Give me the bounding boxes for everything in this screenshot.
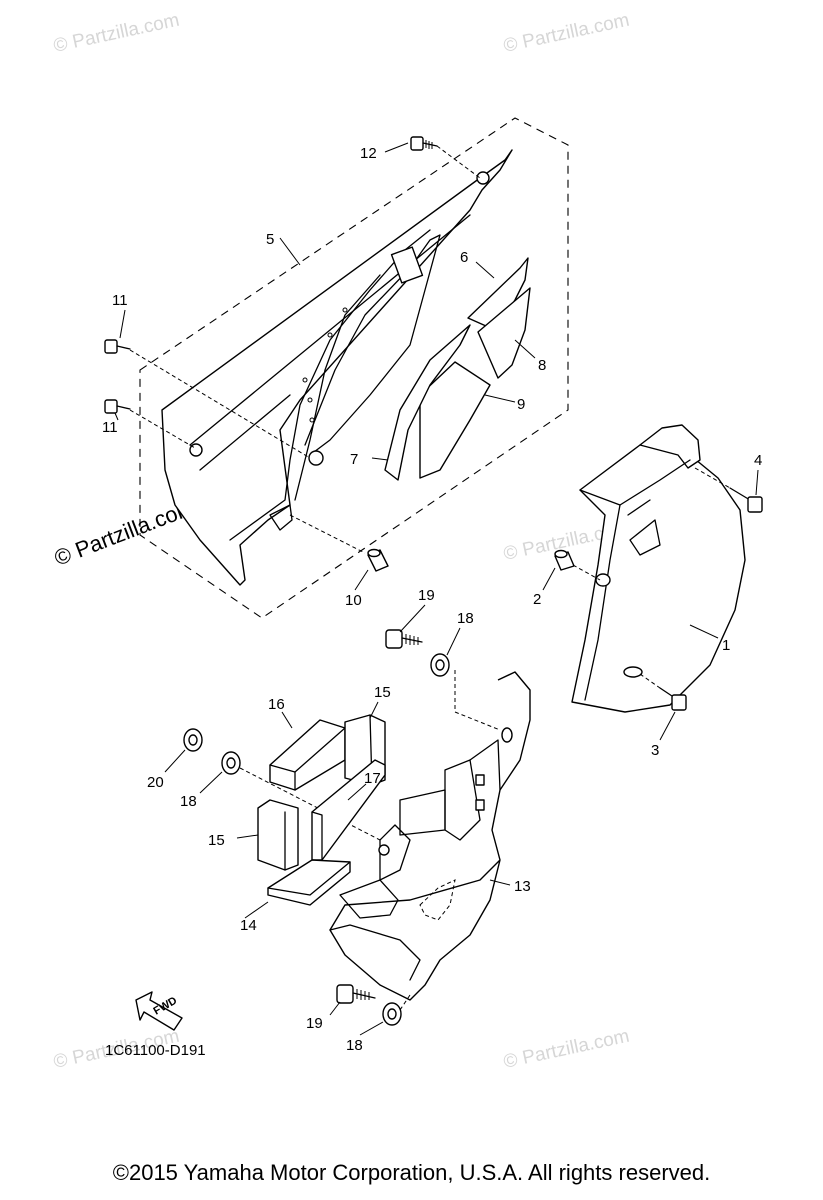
callout-19-lower: 19 bbox=[306, 1015, 323, 1032]
callout-11-upper: 11 bbox=[112, 292, 128, 309]
leader-12 bbox=[436, 145, 481, 179]
callout-5: 5 bbox=[266, 231, 274, 248]
watermark-top-left: © Partzilla.com bbox=[52, 10, 182, 57]
part-18-grommet-lower bbox=[382, 1002, 402, 1026]
callout-18-upper: 18 bbox=[457, 610, 474, 627]
leader-18-lower bbox=[399, 994, 411, 1011]
part-1-side-cover bbox=[571, 424, 746, 713]
part-18-grommet-upper bbox=[430, 653, 450, 677]
part-13-bracket bbox=[329, 671, 531, 1001]
part-4-bolt bbox=[729, 487, 763, 513]
callout-1: 1 bbox=[722, 637, 730, 654]
part-19-bolt-lower bbox=[336, 984, 376, 1004]
callout-2: 2 bbox=[533, 591, 541, 608]
callout-18-lower: 18 bbox=[346, 1037, 363, 1054]
callout-3: 3 bbox=[651, 742, 659, 759]
callout-4: 4 bbox=[754, 452, 762, 469]
part-14-pad bbox=[267, 859, 351, 906]
part-16-pad bbox=[269, 719, 346, 791]
part-5-side-cover bbox=[161, 149, 513, 586]
leader-20 bbox=[239, 767, 381, 841]
callout-leaders bbox=[114, 142, 759, 1036]
leader-18-upper bbox=[454, 670, 501, 731]
callout-7: 7 bbox=[350, 451, 358, 468]
leader-2 bbox=[572, 564, 601, 581]
callout-9: 9 bbox=[517, 396, 525, 413]
part-12-bolt bbox=[410, 136, 438, 151]
callout-16: 16 bbox=[268, 696, 285, 713]
part-3-bolt bbox=[659, 687, 687, 711]
callout-8: 8 bbox=[538, 357, 546, 374]
callout-17: 17 bbox=[364, 770, 381, 787]
part-19-bolt-upper bbox=[385, 629, 423, 649]
part-8-graphic bbox=[477, 287, 531, 379]
watermark-top-right: © Partzilla.com bbox=[502, 10, 632, 57]
part-11-bolt-lower bbox=[104, 399, 131, 414]
callout-6: 6 bbox=[460, 249, 468, 266]
callout-11-lower: 11 bbox=[102, 419, 118, 436]
leader-11-lower bbox=[129, 409, 196, 449]
part-18-grommet-left bbox=[221, 751, 241, 775]
callout-13: 13 bbox=[514, 878, 531, 895]
leader-10 bbox=[289, 514, 366, 554]
callout-14: 14 bbox=[240, 917, 257, 934]
part-10-collar bbox=[367, 548, 389, 572]
callout-20: 20 bbox=[147, 774, 164, 791]
diagram-code: 1C61100-D191 bbox=[105, 1042, 206, 1059]
watermark-bottom-right: © Partzilla.com bbox=[502, 1026, 632, 1073]
part-15-pad-lower bbox=[257, 799, 299, 871]
callout-15-lower: 15 bbox=[208, 832, 225, 849]
callout-18-left: 18 bbox=[180, 793, 197, 810]
callout-12: 12 bbox=[360, 145, 377, 162]
part-20-nut bbox=[183, 728, 203, 752]
fwd-arrow-icon: FWD bbox=[135, 991, 183, 1031]
callout-19-upper: 19 bbox=[418, 587, 435, 604]
callout-15-upper: 15 bbox=[374, 684, 391, 701]
assembly-outline-upper bbox=[139, 117, 569, 619]
part-9-graphic bbox=[419, 361, 491, 479]
callout-10: 10 bbox=[345, 592, 362, 609]
part-2-collar bbox=[554, 549, 575, 571]
copyright-footer: ©2015 Yamaha Motor Corporation, U.S.A. A… bbox=[112, 1160, 711, 1185]
part-7-graphic bbox=[384, 324, 471, 481]
part-11-bolt-upper bbox=[104, 339, 131, 354]
